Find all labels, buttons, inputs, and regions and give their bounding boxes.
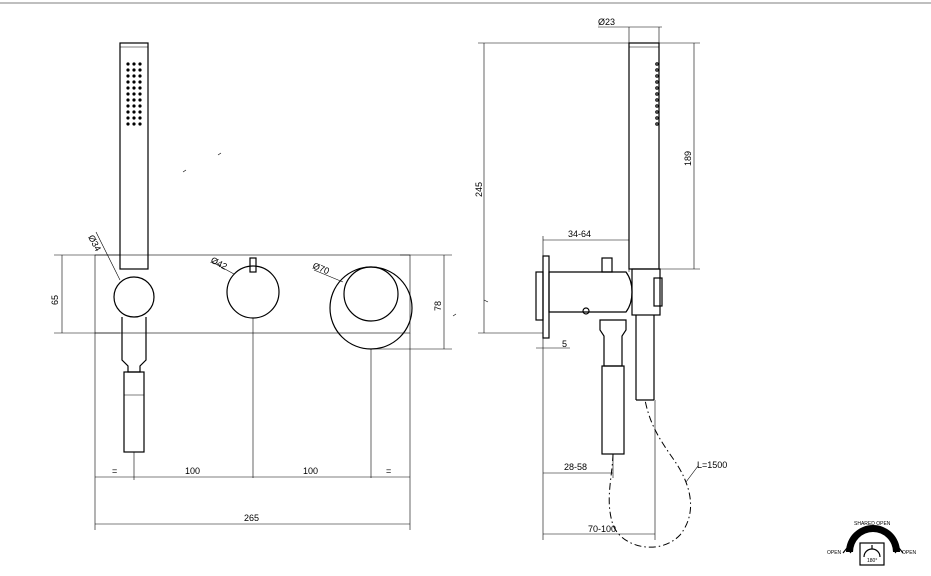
dim-65 xyxy=(54,254,120,334)
wall-plate xyxy=(94,254,411,334)
legend-top-label: SHARED OPEN xyxy=(854,521,891,527)
legend-arc xyxy=(846,525,900,552)
dim-spacing-1: 100 xyxy=(185,466,200,476)
dim-front-handshower-dia: Ø34 xyxy=(86,233,103,253)
side-spray-holes xyxy=(655,62,659,126)
dim-holder-depth: 28-58 xyxy=(564,462,587,472)
middle-knob xyxy=(226,257,280,478)
side-wall-plate xyxy=(542,255,550,339)
holder-knob xyxy=(113,276,155,318)
operation-legend xyxy=(842,525,904,566)
dim-hose-depth: 70-100 xyxy=(588,524,616,534)
dim-depth-range: 34-64 xyxy=(568,229,591,239)
spray-holes xyxy=(126,62,142,126)
dim-plate-height: 65 xyxy=(50,295,60,305)
dim-total-width: 265 xyxy=(244,513,259,523)
dim-spacing-2: 100 xyxy=(303,466,318,476)
dim-right-knob-dia: Ø70 xyxy=(311,261,331,277)
hand-shower-side xyxy=(628,42,660,270)
hand-shower-front xyxy=(113,42,155,453)
legend-center-label: 180° xyxy=(867,558,877,564)
dim-plate-thickness: 5 xyxy=(562,339,567,349)
dim-spacing-row xyxy=(94,333,411,530)
dim-side-handshower-dia: Ø23 xyxy=(598,17,615,27)
dim-equal-right: = xyxy=(386,466,391,476)
dim-hose-length: L=1500 xyxy=(697,460,727,470)
dim-equal-left: = xyxy=(112,466,117,476)
dim-78 xyxy=(371,254,452,350)
dim-overall-height-front: 78 xyxy=(433,301,443,311)
hose-path xyxy=(608,399,692,548)
side-view xyxy=(478,26,700,548)
dim-handshower-length: 189 xyxy=(683,151,693,166)
legend-right-label: OPEN xyxy=(902,550,917,556)
legend-left-label: OPEN xyxy=(827,550,842,556)
dim-overall-height-side: 245 xyxy=(474,182,484,197)
right-knob xyxy=(329,266,413,478)
front-view xyxy=(54,42,457,530)
